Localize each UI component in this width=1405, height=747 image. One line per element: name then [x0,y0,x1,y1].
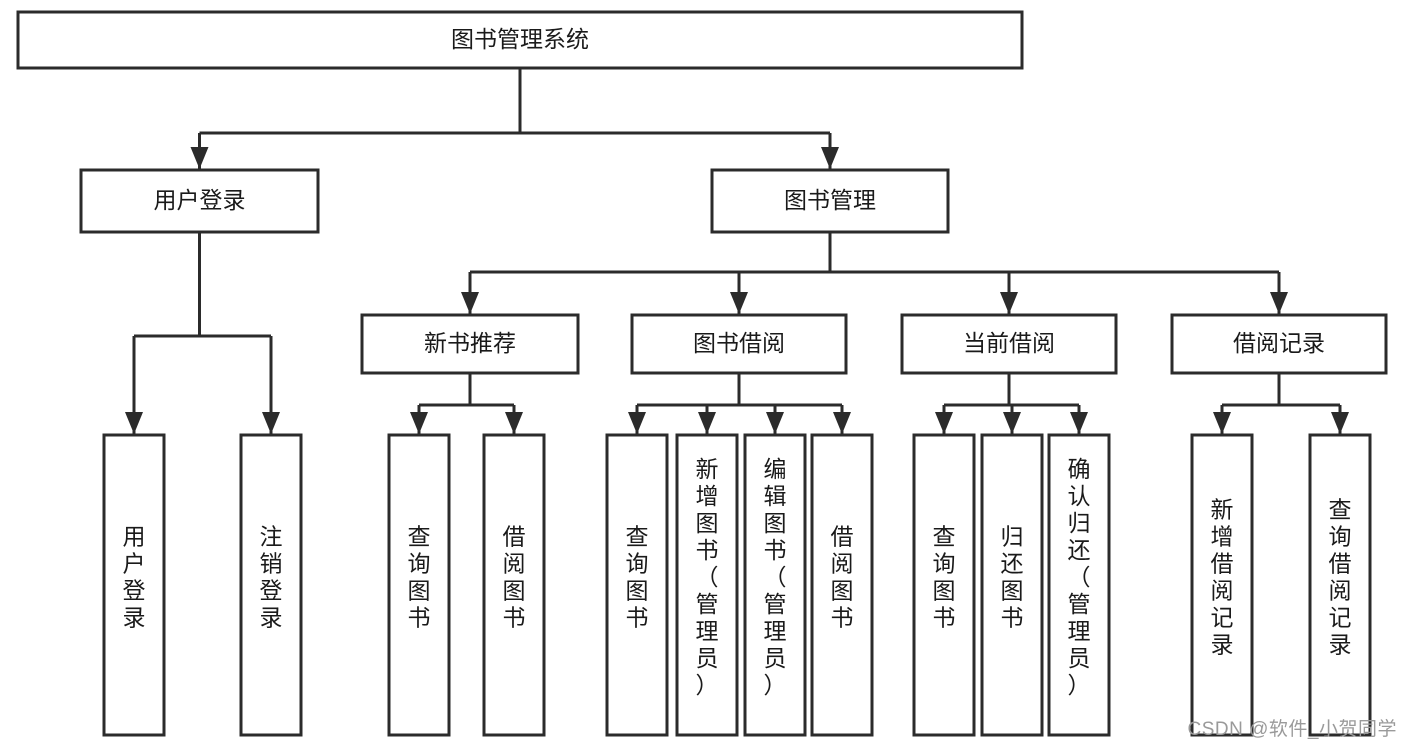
node-box [1047,433,1111,737]
node-box [1170,313,1388,375]
node-box [387,433,451,737]
node-root-0[interactable]: 图书管理系统 [16,10,1024,70]
arrow-head [821,147,839,169]
arrow-head [190,147,209,169]
node-box [605,433,669,737]
arrow-head [1270,292,1288,314]
node-leaf-10[interactable]: 确认归还（管理员） [1047,433,1111,737]
node-leaf-3[interactable]: 借阅图书 [482,433,546,737]
node-label: 查询图书 [933,524,956,631]
nodes-layer: 图书管理系统用户登录图书管理新书推荐图书借阅当前借阅借阅记录用户登录注销登录查询… [16,10,1388,737]
node-label: 编辑图书（管理员） [764,456,787,698]
node-label: 注销登录 [260,524,283,631]
node-label: 借阅图书 [831,524,854,631]
node-box [710,168,950,234]
node-leaf-2[interactable]: 查询图书 [387,433,451,737]
node-leaf-9[interactable]: 归还图书 [980,433,1044,737]
node-box [810,433,874,737]
node-label: 图书管理 [784,187,876,213]
node-label: 归还图书 [1001,524,1024,631]
arrow-head [766,412,784,434]
arrow-head [1000,292,1018,314]
node-box [360,313,580,375]
node-box [16,10,1024,70]
node-level3-1[interactable]: 图书借阅 [630,313,848,375]
arrow-head [730,292,748,314]
node-label: 用户登录 [154,187,246,213]
node-leaf-4[interactable]: 查询图书 [605,433,669,737]
arrow-head [628,412,646,434]
arrow-head [1331,412,1349,434]
node-level3-2[interactable]: 当前借阅 [900,313,1118,375]
node-label: 查询图书 [626,524,649,631]
node-box [743,433,807,737]
node-box [900,313,1118,375]
arrow-head [410,412,428,434]
node-box [675,433,739,737]
arrow-head [1003,412,1021,434]
node-leaf-0[interactable]: 用户登录 [102,433,166,737]
node-level2-0[interactable]: 用户登录 [79,168,320,234]
arrow-head [461,292,479,314]
node-label: 新增图书（管理员） [696,456,719,698]
node-box [1308,433,1372,737]
arrow-head [262,412,280,434]
node-leaf-5[interactable]: 新增图书（管理员） [675,433,739,737]
arrow-head [505,412,523,434]
node-leaf-7[interactable]: 借阅图书 [810,433,874,737]
node-label: 新书推荐 [424,330,516,356]
node-box [79,168,320,234]
node-label: 当前借阅 [963,330,1055,356]
node-leaf-6[interactable]: 编辑图书（管理员） [743,433,807,737]
node-box [630,313,848,375]
node-label: 借阅图书 [503,524,526,631]
node-box [102,433,166,737]
arrow-head [698,412,716,434]
node-level3-3[interactable]: 借阅记录 [1170,313,1388,375]
arrow-head [833,412,851,434]
node-label: 借阅记录 [1233,330,1325,356]
node-label: 图书借阅 [693,330,785,356]
arrow-head [125,412,143,434]
arrow-head [935,412,953,434]
node-label: 新增借阅记录 [1211,497,1234,658]
node-label: 查询图书 [408,524,431,631]
node-box [912,433,976,737]
arrow-head [1070,412,1088,434]
node-box [980,433,1044,737]
node-level2-1[interactable]: 图书管理 [710,168,950,234]
node-leaf-11[interactable]: 新增借阅记录 [1190,433,1254,737]
node-label: 用户登录 [123,524,146,631]
node-leaf-8[interactable]: 查询图书 [912,433,976,737]
node-level3-0[interactable]: 新书推荐 [360,313,580,375]
arrow-head [1213,412,1231,434]
node-label: 查询借阅记录 [1329,497,1352,658]
edges-layer [125,68,1349,434]
node-leaf-1[interactable]: 注销登录 [239,433,303,737]
node-box [1190,433,1254,737]
node-label: 确认归还（管理员） [1068,456,1091,698]
node-box [482,433,546,737]
node-box [239,433,303,737]
node-leaf-12[interactable]: 查询借阅记录 [1308,433,1372,737]
node-label: 图书管理系统 [451,26,589,52]
